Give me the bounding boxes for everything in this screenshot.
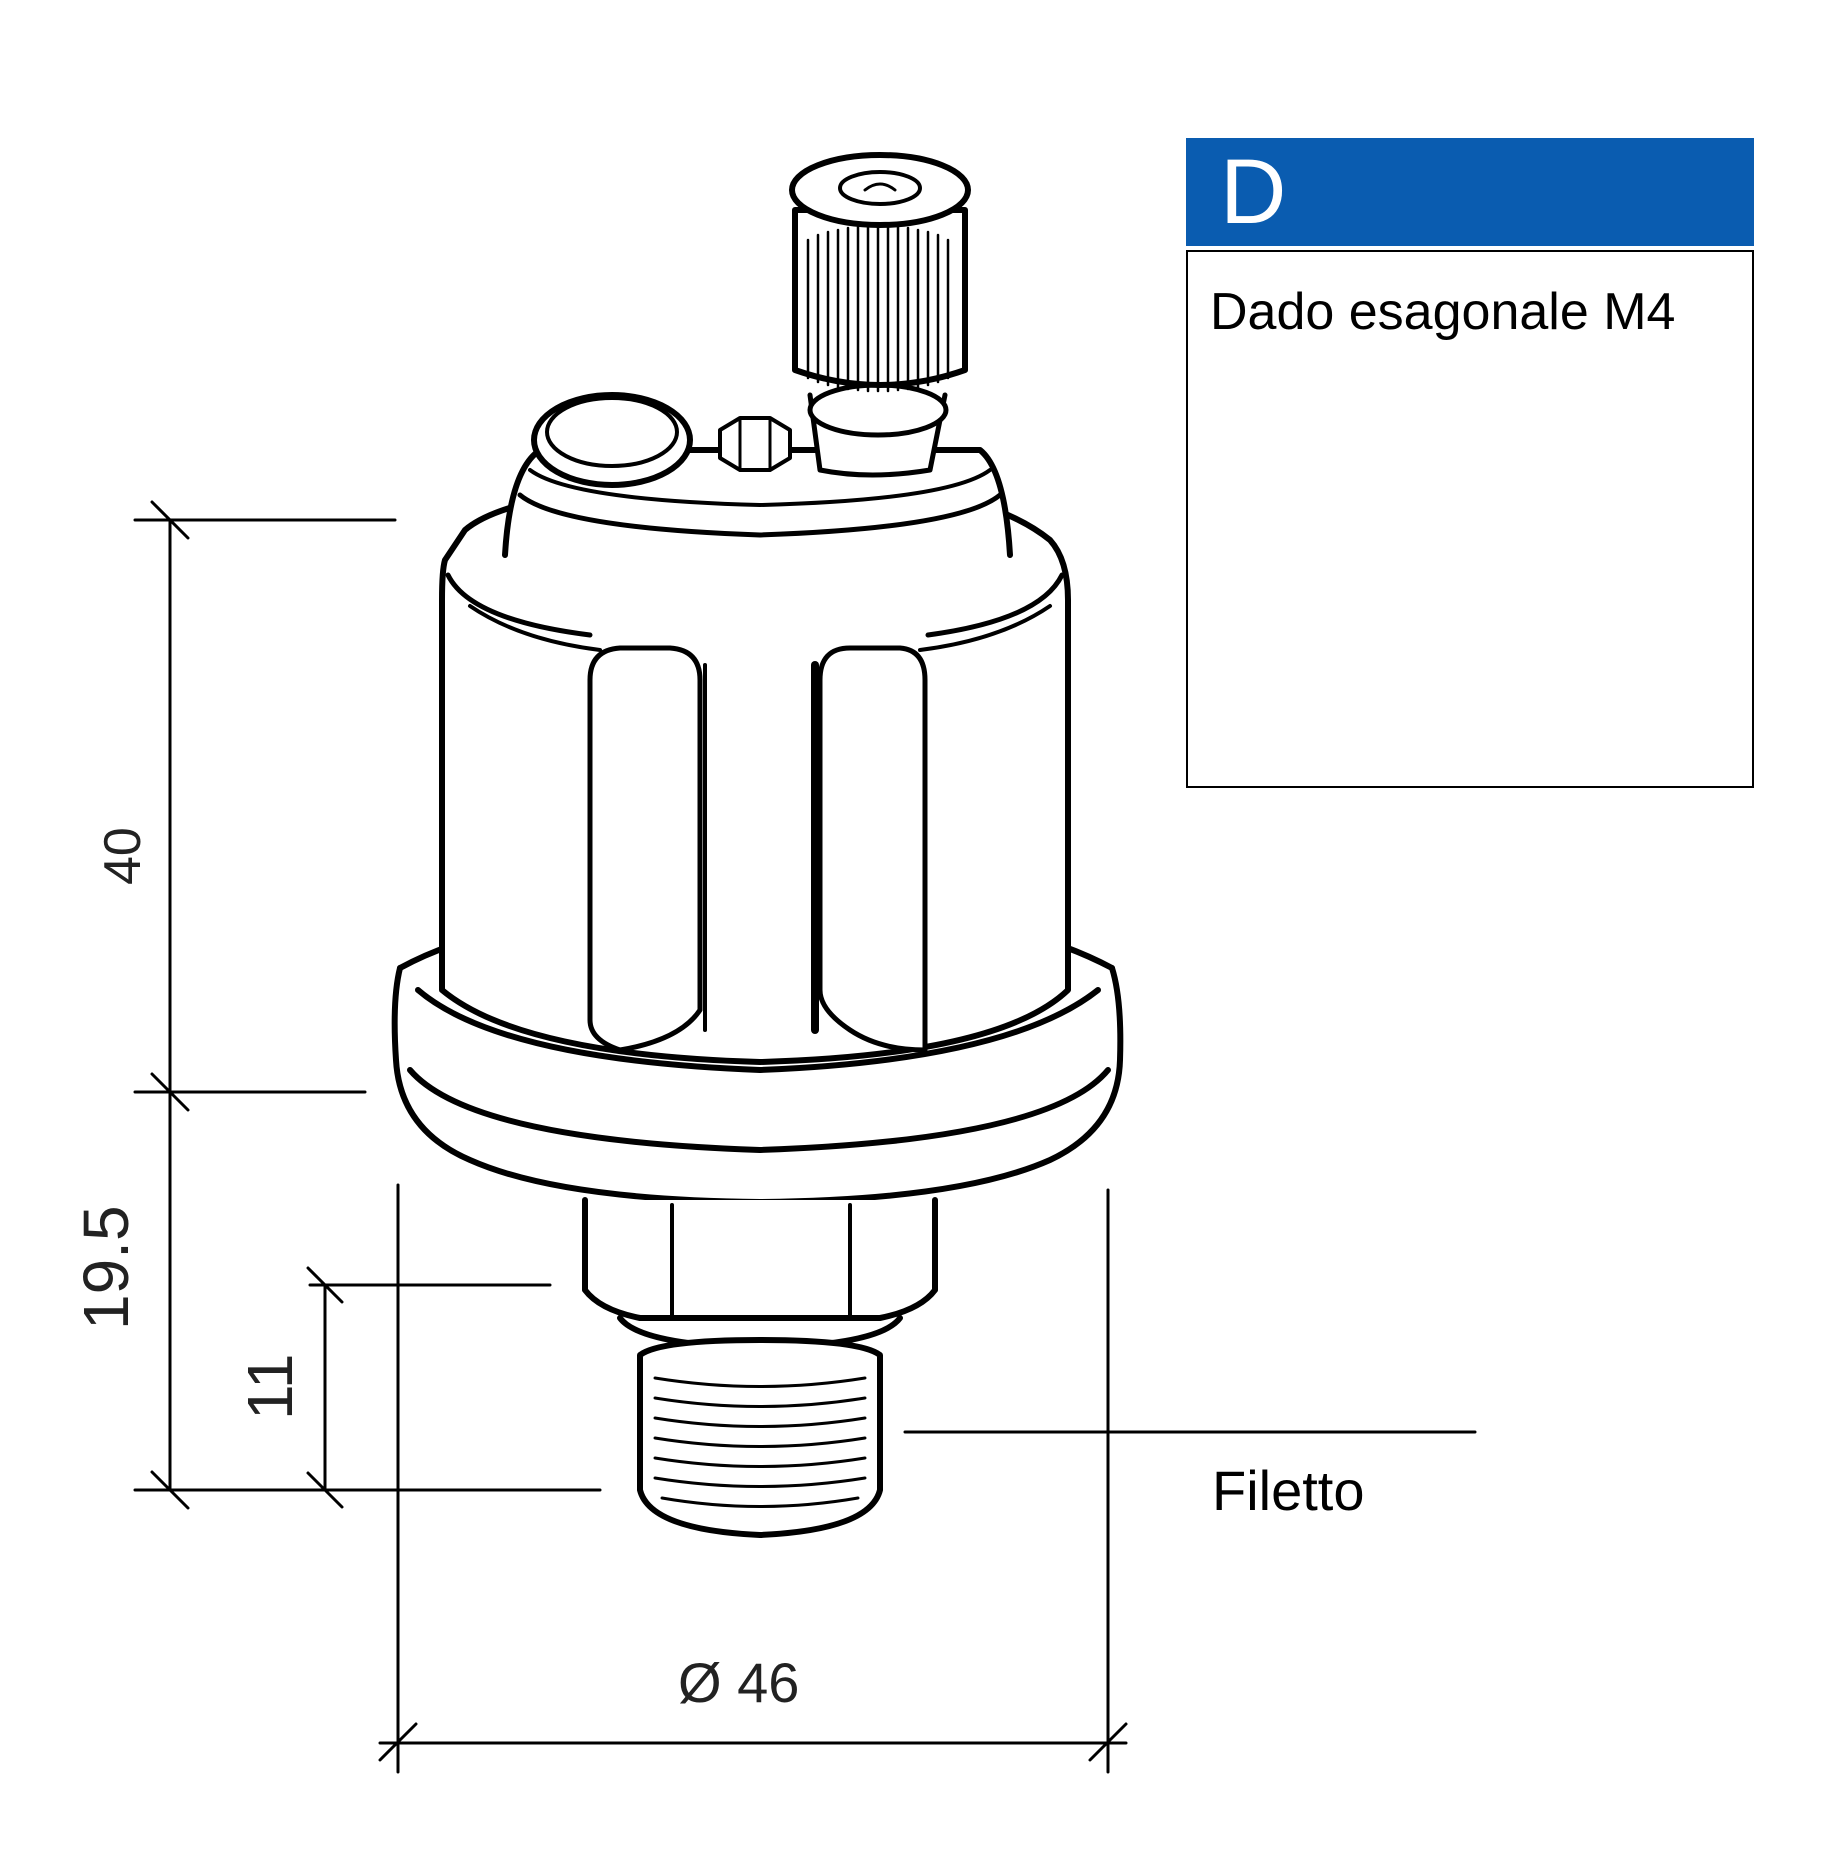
- main-cylinder: [439, 485, 1071, 1065]
- threaded-stem: [637, 1337, 883, 1538]
- inset-header: D: [1186, 138, 1754, 246]
- inset-body: Dado esagonale M4: [1186, 250, 1754, 788]
- left-flute: [587, 645, 703, 1053]
- terminal-nut: [718, 416, 792, 472]
- dim-11: 11: [234, 1354, 306, 1420]
- inset-letter: D: [1220, 141, 1287, 243]
- inset-caption: Dado esagonale M4: [1210, 283, 1676, 341]
- right-flute: [817, 645, 928, 1053]
- dim-diameter: Ø 46: [678, 1651, 799, 1714]
- sensor-body: [391, 152, 1124, 1538]
- inset-panel: D Dado esagonale M4: [1186, 138, 1754, 788]
- dimension-lines: [133, 500, 1477, 1774]
- thread-label: Filetto: [1212, 1459, 1365, 1522]
- knurled-knob: [792, 207, 968, 388]
- dim-40: 40: [94, 827, 152, 885]
- hex-body: [582, 1197, 938, 1321]
- dim-19-5: 19.5: [70, 1205, 142, 1330]
